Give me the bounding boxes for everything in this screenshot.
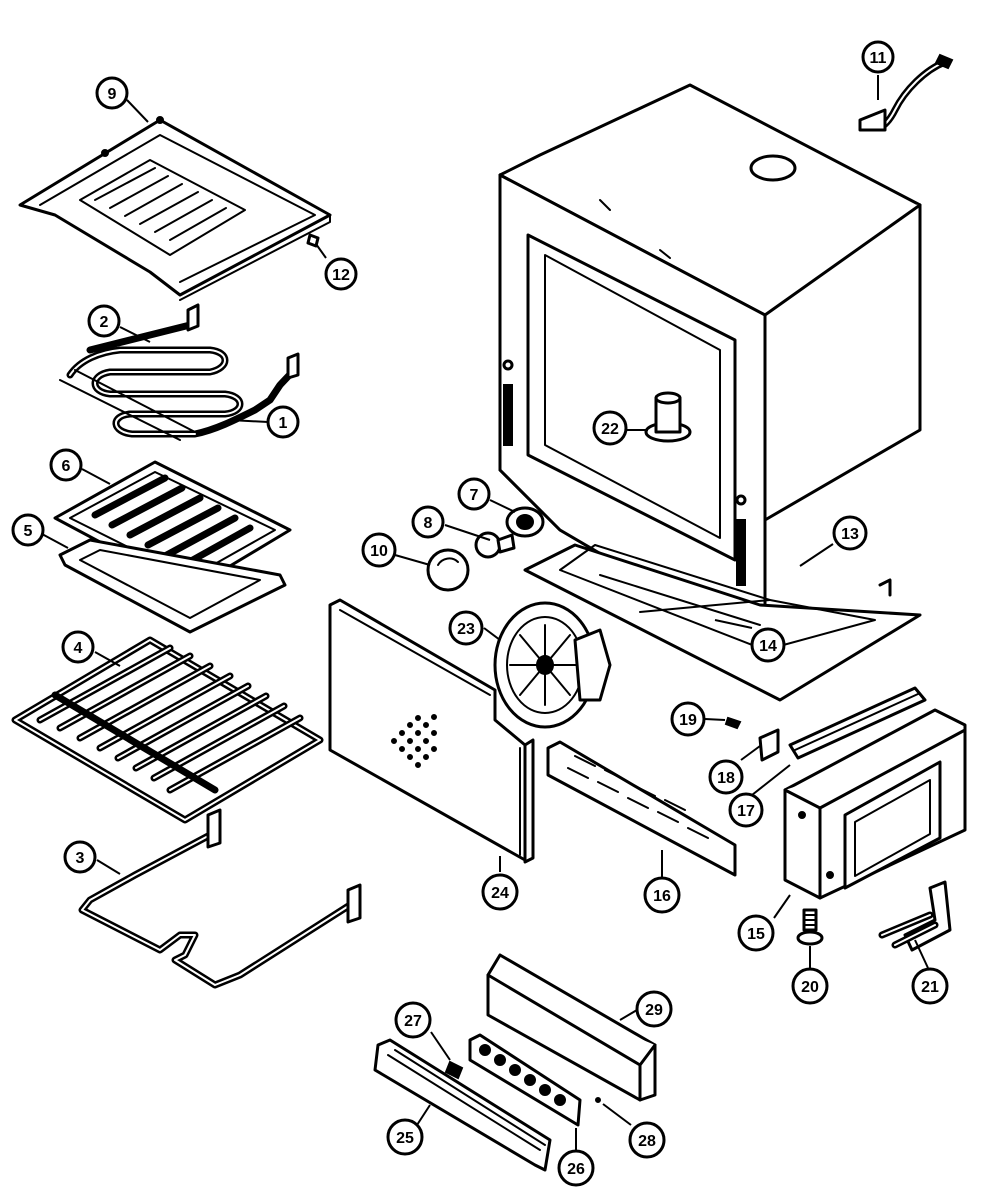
svg-text:11: 11 xyxy=(870,50,887,67)
callout-22: 22 xyxy=(592,410,628,446)
callout-24: 24 xyxy=(481,873,519,911)
part-18-clip xyxy=(758,728,780,762)
part-22-fan-shaft xyxy=(644,391,692,443)
svg-text:21: 21 xyxy=(921,979,939,996)
svg-text:15: 15 xyxy=(747,926,765,943)
callout-7: 7 xyxy=(457,477,491,511)
part-20-leveling-leg xyxy=(796,908,824,946)
callout-12: 12 xyxy=(324,257,358,291)
svg-text:4: 4 xyxy=(74,640,83,657)
part-21-anti-tip-bracket xyxy=(878,880,952,952)
svg-text:26: 26 xyxy=(567,1161,585,1178)
callout-15: 15 xyxy=(737,914,775,952)
callout-28: 28 xyxy=(628,1121,666,1159)
part-23-convection-fan xyxy=(493,601,612,729)
callout-11: 11 xyxy=(861,40,895,74)
part-12-screw xyxy=(306,233,320,248)
svg-text:25: 25 xyxy=(396,1130,414,1147)
svg-text:17: 17 xyxy=(737,803,755,820)
svg-text:5: 5 xyxy=(24,523,33,540)
callout-8: 8 xyxy=(411,505,445,539)
part-17-bracket xyxy=(788,686,927,760)
svg-text:20: 20 xyxy=(801,979,819,996)
svg-text:18: 18 xyxy=(717,770,735,787)
part-29-control-panel-back xyxy=(486,953,657,1102)
callout-19: 19 xyxy=(670,701,706,737)
part-15-side-frame xyxy=(783,708,967,900)
callout-21: 21 xyxy=(911,967,949,1005)
callout-6: 6 xyxy=(49,448,83,482)
callout-5: 5 xyxy=(11,513,45,547)
callout-1: 1 xyxy=(266,405,300,439)
part-7-lamp-socket xyxy=(505,506,545,538)
part-8-lamp-bulb xyxy=(474,531,516,559)
part-5-broil-pan xyxy=(58,538,287,634)
part-24-rear-panel xyxy=(328,598,535,864)
svg-text:8: 8 xyxy=(424,515,433,532)
part-11-wire-harness xyxy=(858,53,954,132)
svg-text:1: 1 xyxy=(279,415,288,432)
svg-text:28: 28 xyxy=(638,1133,656,1150)
part-26-switch-board xyxy=(468,1033,582,1127)
callout-2: 2 xyxy=(87,304,121,338)
svg-text:12: 12 xyxy=(332,267,350,284)
svg-text:27: 27 xyxy=(404,1013,422,1030)
part-13-oven-cavity xyxy=(498,83,922,652)
svg-text:16: 16 xyxy=(653,888,671,905)
svg-text:13: 13 xyxy=(841,526,859,543)
part-4-oven-rack xyxy=(11,636,324,824)
callout-17: 17 xyxy=(728,792,764,828)
callout-16: 16 xyxy=(643,876,681,914)
part-9-top-shield xyxy=(18,116,332,301)
callout-3: 3 xyxy=(63,840,97,874)
callout-25: 25 xyxy=(386,1118,424,1156)
leader-lines xyxy=(41,75,929,1152)
part-28-screw xyxy=(595,1097,601,1103)
callout-20: 20 xyxy=(791,967,829,1005)
svg-text:6: 6 xyxy=(62,458,71,475)
callout-13: 13 xyxy=(832,515,868,551)
svg-text:29: 29 xyxy=(645,1002,663,1019)
part-3-bake-element xyxy=(78,808,362,989)
callout-10: 10 xyxy=(361,532,397,568)
svg-text:9: 9 xyxy=(108,86,117,103)
callout-4: 4 xyxy=(61,630,95,664)
part-16-side-rail xyxy=(546,740,737,877)
svg-text:23: 23 xyxy=(457,621,475,638)
callout-29: 29 xyxy=(635,990,673,1028)
svg-text:22: 22 xyxy=(601,421,619,438)
svg-text:10: 10 xyxy=(370,543,388,560)
svg-text:14: 14 xyxy=(759,638,777,655)
svg-text:3: 3 xyxy=(76,850,85,867)
callout-14: 14 xyxy=(750,627,786,663)
svg-text:19: 19 xyxy=(679,712,697,729)
callout-18: 18 xyxy=(708,759,744,795)
callout-27: 27 xyxy=(394,1001,432,1039)
part-19-screw xyxy=(724,716,742,730)
callout-26: 26 xyxy=(557,1149,595,1187)
part-27-screw xyxy=(444,1060,464,1080)
svg-text:24: 24 xyxy=(491,885,509,902)
svg-text:7: 7 xyxy=(470,487,479,504)
part-10-lamp-lens xyxy=(426,548,470,592)
callout-23: 23 xyxy=(448,610,484,646)
part-25-control-panel-trim xyxy=(373,1038,552,1172)
callout-9: 9 xyxy=(95,76,129,110)
rear-panel-vent-holes xyxy=(391,714,437,768)
svg-text:2: 2 xyxy=(100,314,109,331)
